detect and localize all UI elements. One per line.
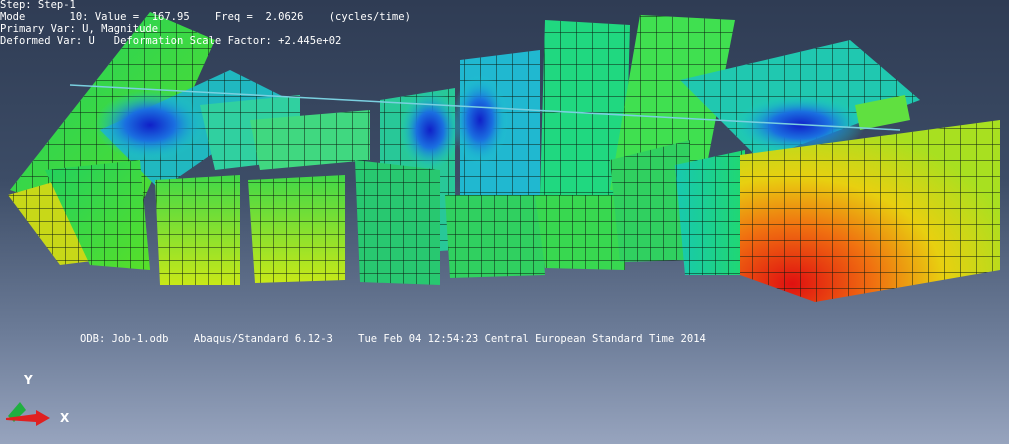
- axis-triad: Y X: [6, 373, 70, 426]
- deformed-var-line: Deformed Var: U Deformation Scale Factor…: [0, 35, 342, 47]
- odb-info-text: ODB: Job-1.odb Abaqus/Standard 6.12-3 Tu…: [80, 333, 706, 345]
- mesh-block-front: [8, 95, 1000, 302]
- x-axis-arrow: [6, 410, 50, 426]
- y-axis-arrow: [8, 402, 26, 422]
- primary-var-line: Primary Var: U, Magnitude: [0, 23, 159, 35]
- cable-line: [69, 84, 901, 131]
- y-axis-label: Y: [23, 373, 33, 387]
- step-line: Step: Step-1: [0, 0, 76, 11]
- x-axis-label: X: [60, 411, 70, 425]
- mode-line: Mode 10: Value = 167.95 Freq = 2.0626 (c…: [0, 11, 411, 23]
